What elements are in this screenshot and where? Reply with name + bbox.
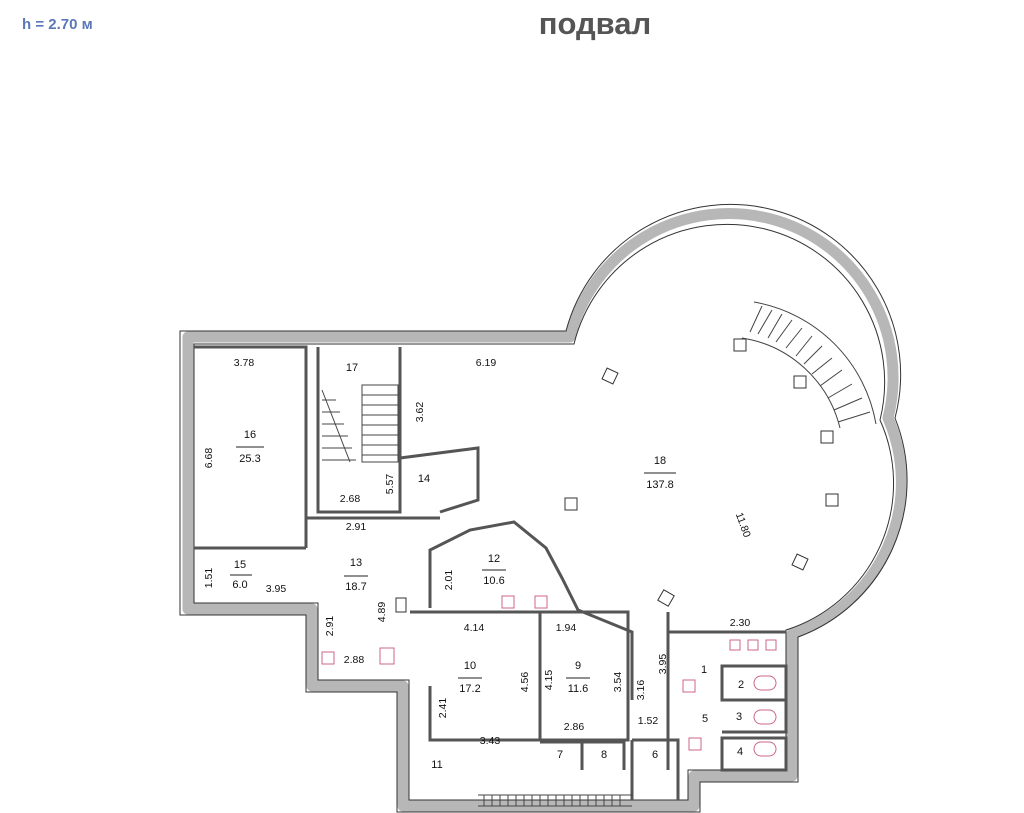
inner-wall-outline	[193, 223, 894, 801]
room-10-area: 17.2	[459, 683, 480, 695]
dim-4-89: 4.89	[376, 602, 388, 623]
columns	[395, 338, 839, 613]
room-16-number: 16	[244, 429, 256, 441]
dim-2-91-b: 2.91	[324, 616, 336, 637]
room-10-number: 10	[464, 660, 476, 672]
room-14-number: 14	[418, 473, 430, 485]
dim-2-30: 2.30	[730, 617, 751, 629]
dim-3-95-b: 3.95	[657, 654, 669, 675]
dim-4-56: 4.56	[519, 672, 531, 693]
page-title: подвал	[538, 6, 652, 41]
dim-11-80: 11.80	[733, 511, 753, 539]
dim-1-51: 1.51	[203, 568, 215, 589]
dim-3-95-a: 3.95	[266, 583, 287, 595]
room-7-number: 7	[557, 749, 563, 761]
wall-room12	[428, 520, 634, 700]
room-15-number: 15	[234, 559, 246, 571]
dim-3-16: 3.16	[635, 680, 647, 701]
room-9-number: 9	[575, 660, 581, 672]
wall-room6	[630, 738, 680, 800]
room-17-number: 17	[346, 362, 358, 374]
dim-6-68: 6.68	[203, 448, 215, 469]
wall-room16	[194, 345, 308, 548]
wall-room14	[399, 446, 480, 514]
bottom-staircase	[478, 794, 632, 807]
room-18-area: 137.8	[646, 479, 674, 491]
room-5-number: 5	[702, 713, 708, 725]
dim-6-19: 6.19	[476, 357, 497, 369]
wall-room17	[316, 347, 402, 514]
outer-wall-outline	[179, 203, 908, 813]
fixtures	[321, 595, 777, 757]
room-18-number: 18	[654, 455, 666, 467]
outer-wall	[182, 207, 907, 812]
dim-2-68: 2.68	[340, 493, 361, 505]
dim-2-01: 2.01	[443, 570, 455, 591]
wall-room7-8	[540, 740, 626, 770]
dim-2-88: 2.88	[344, 654, 365, 666]
room-13-area: 18.7	[345, 581, 366, 593]
room-12-area: 10.6	[483, 575, 504, 587]
dim-2-86: 2.86	[564, 721, 585, 733]
dim-5-57: 5.57	[384, 474, 396, 495]
staircase-17	[321, 384, 399, 463]
dim-4-15: 4.15	[543, 670, 555, 691]
dim-3-54: 3.54	[612, 672, 624, 693]
dim-3-43: 3.43	[480, 735, 501, 747]
room-9-area: 11.6	[568, 683, 589, 695]
room-6-number: 6	[652, 749, 658, 761]
ceiling-height-label: h = 2.70 м	[22, 16, 93, 33]
room-13-number: 13	[350, 557, 362, 569]
dim-4-14: 4.14	[464, 622, 485, 634]
room-3-number: 3	[736, 711, 742, 723]
room-12-number: 12	[488, 553, 500, 565]
room-1-number: 1	[701, 664, 707, 676]
curved-staircase	[741, 301, 877, 429]
dim-1-94: 1.94	[556, 622, 577, 634]
dim-2-41: 2.41	[437, 698, 449, 719]
room-11-number: 11	[431, 759, 442, 771]
wall-room9	[540, 610, 630, 742]
room-4-number: 4	[737, 746, 743, 758]
room-15-area: 6.0	[232, 579, 247, 591]
room-16-area: 25.3	[239, 453, 260, 465]
dim-2-91-a: 2.91	[346, 521, 367, 533]
dim-3-62: 3.62	[414, 402, 426, 423]
dim-3-78: 3.78	[234, 357, 255, 369]
dim-1-52: 1.52	[638, 715, 659, 727]
room-2-number: 2	[738, 679, 744, 691]
wall-wc-block	[666, 612, 788, 772]
room-8-number: 8	[601, 749, 607, 761]
